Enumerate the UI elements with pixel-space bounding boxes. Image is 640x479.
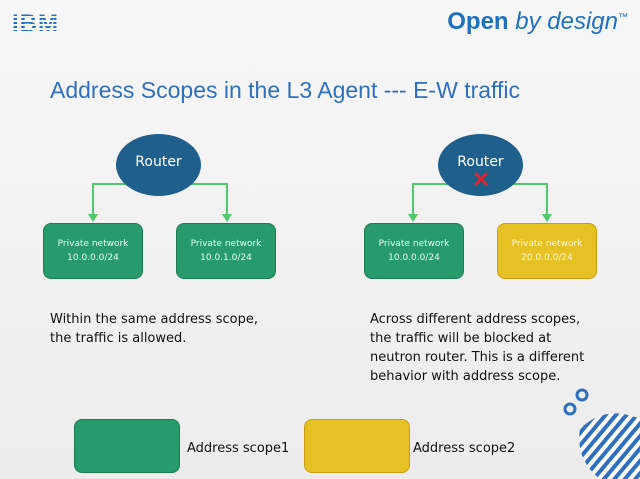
network-name: Private network: [378, 239, 450, 249]
right-router: Router: [438, 134, 523, 196]
network-cidr: 10.0.0.0/24: [67, 253, 119, 263]
brand-trademark: ™: [618, 12, 628, 23]
open-by-design-brand: Open by design™: [447, 8, 628, 36]
slide-title: Address Scopes in the L3 Agent --- E-W t…: [50, 77, 521, 103]
legend-swatch-scope2: [304, 419, 410, 473]
network-cidr: 10.0.0.0/24: [388, 253, 440, 263]
legend-swatch-scope1: [74, 419, 180, 473]
left-wire-down-1: [92, 183, 94, 215]
legend-label-scope2: Address scope2: [413, 441, 516, 456]
right-network-2: Private network 20.0.0.0/24: [497, 223, 597, 279]
left-arrow-1: [88, 214, 98, 222]
left-arrow-2: [222, 214, 232, 222]
left-router-label: Router: [135, 154, 182, 170]
left-wire-down-2: [226, 183, 228, 215]
network-name: Private network: [57, 239, 129, 249]
right-arrow-2: [542, 214, 552, 222]
left-network-2: Private network 10.0.1.0/24: [176, 223, 276, 279]
network-name: Private network: [190, 239, 262, 249]
decorative-bee-graphic: [563, 388, 640, 479]
left-router: Router: [116, 134, 201, 196]
right-wire-down-1: [412, 183, 414, 215]
right-network-1: Private network 10.0.0.0/24: [364, 223, 464, 279]
right-wire-down-2: [546, 183, 548, 215]
left-network-1: Private network 10.0.0.0/24: [43, 223, 143, 279]
right-router-label: Router: [457, 154, 504, 170]
brand-bold-word: Open: [447, 8, 509, 35]
network-name: Private network: [511, 239, 583, 249]
cross-icon: [474, 172, 488, 186]
legend-label-scope1: Address scope1: [187, 441, 290, 456]
left-caption: Within the same address scope, the traff…: [50, 312, 258, 346]
right-caption: Across different address scopes, the tra…: [370, 312, 585, 384]
network-cidr: 20.0.0.0/24: [521, 253, 573, 263]
ibm-logo: IBM: [12, 10, 59, 37]
network-cidr: 10.0.1.0/24: [200, 253, 252, 263]
brand-rest-words: by design: [515, 8, 618, 35]
right-arrow-1: [408, 214, 418, 222]
